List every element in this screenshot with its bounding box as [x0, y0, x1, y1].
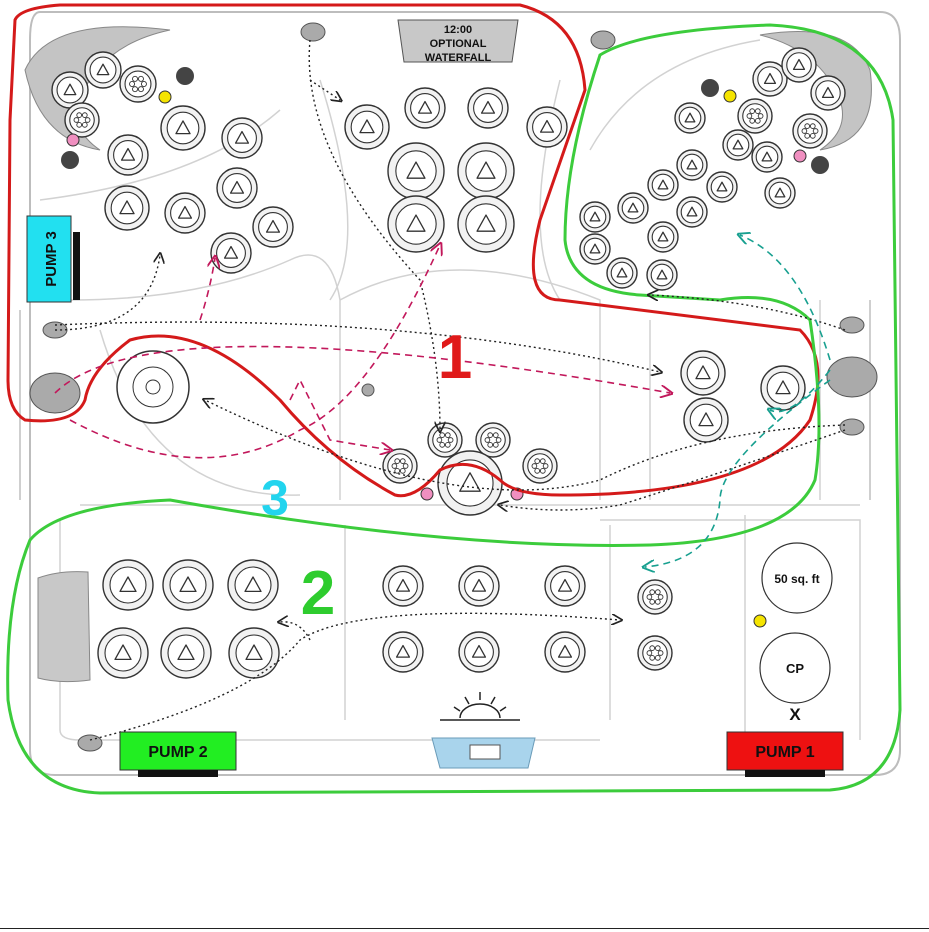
area-label: 50 sq. ft — [774, 572, 819, 586]
jet-58 — [458, 631, 500, 673]
jet-48 — [102, 559, 154, 611]
filter-skimmer — [116, 350, 190, 424]
jet-rotary-26 — [792, 113, 828, 149]
zone-1-number: 1 — [438, 323, 472, 392]
waterfall-time: 12:00 — [444, 24, 472, 36]
sunrise-light-icon — [440, 692, 520, 721]
jet-21 — [752, 61, 788, 97]
jet-51 — [97, 627, 149, 679]
jet-24 — [674, 102, 706, 134]
zone-3-flow-lines — [54, 39, 846, 741]
jet-53 — [228, 627, 280, 679]
jet-9 — [164, 192, 206, 234]
jet-1 — [51, 71, 89, 109]
jet-rotary-43 — [427, 422, 463, 458]
jet-rotary-45 — [522, 448, 558, 484]
jet-rotary-44 — [475, 422, 511, 458]
pump-2-label: PUMP 2 — [119, 731, 237, 777]
jet-20 — [457, 195, 515, 253]
neck-jet-dials — [61, 67, 829, 174]
jet-55 — [458, 565, 500, 607]
zone-2-flow-lines — [645, 235, 831, 567]
jet-15 — [467, 87, 509, 129]
jet-38 — [606, 257, 638, 289]
jet-rotary-3 — [119, 65, 157, 103]
jet-35 — [579, 201, 611, 233]
jet-47 — [437, 450, 503, 516]
jet-34 — [676, 196, 708, 228]
jet-rotary-46 — [382, 448, 418, 484]
jet-52 — [160, 627, 212, 679]
jet-rotary-4 — [64, 102, 100, 138]
jet-6 — [160, 105, 206, 151]
waterfall-line1: OPTIONAL — [430, 38, 487, 50]
jet-42 — [683, 397, 729, 443]
jet-56 — [544, 565, 586, 607]
jet-50 — [227, 559, 279, 611]
position-marker: X — [789, 705, 801, 724]
jet-31 — [706, 171, 738, 203]
spa-shell — [19, 11, 901, 776]
area-callout: 50 sq. ft — [761, 542, 833, 614]
jet-8 — [104, 185, 150, 231]
jet-19 — [387, 195, 445, 253]
jet-12 — [210, 232, 252, 274]
jet-2 — [84, 51, 122, 89]
jet-37 — [579, 233, 611, 265]
jet-41 — [760, 365, 806, 411]
pump-3-label: PUMP 3 — [26, 215, 80, 303]
jet-10 — [216, 167, 258, 209]
jet-49 — [162, 559, 214, 611]
jet-29 — [676, 149, 708, 181]
optional-waterfall-sign: 12:00 OPTIONAL WATERFALL — [397, 19, 519, 64]
zone-1-flow-lines — [54, 245, 670, 459]
bottom-rule — [0, 928, 929, 929]
jet-27 — [722, 129, 754, 161]
jet-54 — [382, 565, 424, 607]
jet-17 — [387, 142, 445, 200]
jet-rotary-60 — [637, 579, 673, 615]
jet-16 — [526, 106, 568, 148]
pump-1-text: PUMP 1 — [755, 744, 814, 761]
jet-group — [51, 47, 846, 679]
pump-3-text: PUMP 3 — [43, 231, 60, 287]
pump-1-label: PUMP 1 — [726, 731, 844, 777]
jet-30 — [647, 169, 679, 201]
jet-23 — [810, 75, 846, 111]
waterfall-line2: WATERFALL — [425, 52, 492, 64]
jet-5 — [107, 134, 149, 176]
zone-3-number: 3 — [261, 470, 289, 526]
jet-33 — [617, 192, 649, 224]
zone-2-number: 2 — [301, 559, 335, 628]
jet-22 — [781, 47, 817, 83]
jet-11 — [252, 206, 294, 248]
zone-2-outline — [6, 23, 902, 795]
indicator-dots — [66, 89, 807, 628]
jet-57 — [382, 631, 424, 673]
jet-32 — [764, 177, 796, 209]
jet-7 — [221, 117, 263, 159]
jet-18 — [457, 142, 515, 200]
jet-39 — [646, 259, 678, 291]
jet-rotary-25 — [737, 98, 773, 134]
left-lounger-headrest — [24, 26, 171, 151]
bottom-lounger-pillow — [37, 571, 91, 683]
jet-40 — [680, 350, 726, 396]
control-panel-label: CP — [786, 661, 804, 676]
jet-13 — [344, 104, 390, 150]
spa-logo-badge — [431, 737, 536, 769]
jet-59 — [544, 631, 586, 673]
control-panel: CP — [759, 632, 831, 704]
jet-28 — [751, 141, 783, 173]
jet-rotary-61 — [637, 635, 673, 671]
jet-14 — [404, 87, 446, 129]
jet-36 — [647, 221, 679, 253]
zone-1-outline — [6, 3, 820, 498]
pump-2-text: PUMP 2 — [148, 744, 207, 761]
